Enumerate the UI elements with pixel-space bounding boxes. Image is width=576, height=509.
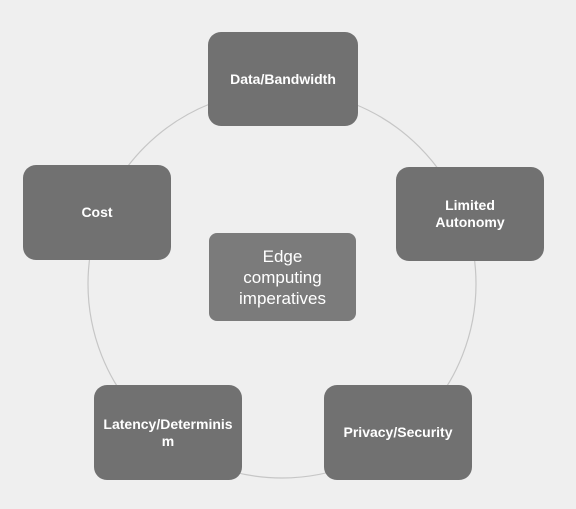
node-label: Privacy/Security <box>343 424 453 440</box>
node-label: Cost <box>81 204 113 220</box>
node-latency-determinism: Latency/Determinism <box>94 385 242 480</box>
node-label: Latency/Determinism <box>103 415 233 449</box>
node-label: Limited Autonomy <box>435 197 505 230</box>
node-cost: Cost <box>23 165 171 260</box>
node-privacy-security: Privacy/Security <box>324 385 472 480</box>
center-label: Edge computing imperatives <box>239 246 326 308</box>
node-label: Data/Bandwidth <box>230 70 336 87</box>
node-data-bandwidth: Data/Bandwidth <box>208 32 358 126</box>
node-limited-autonomy: Limited Autonomy <box>396 167 544 261</box>
center-node: Edge computing imperatives <box>209 233 356 321</box>
